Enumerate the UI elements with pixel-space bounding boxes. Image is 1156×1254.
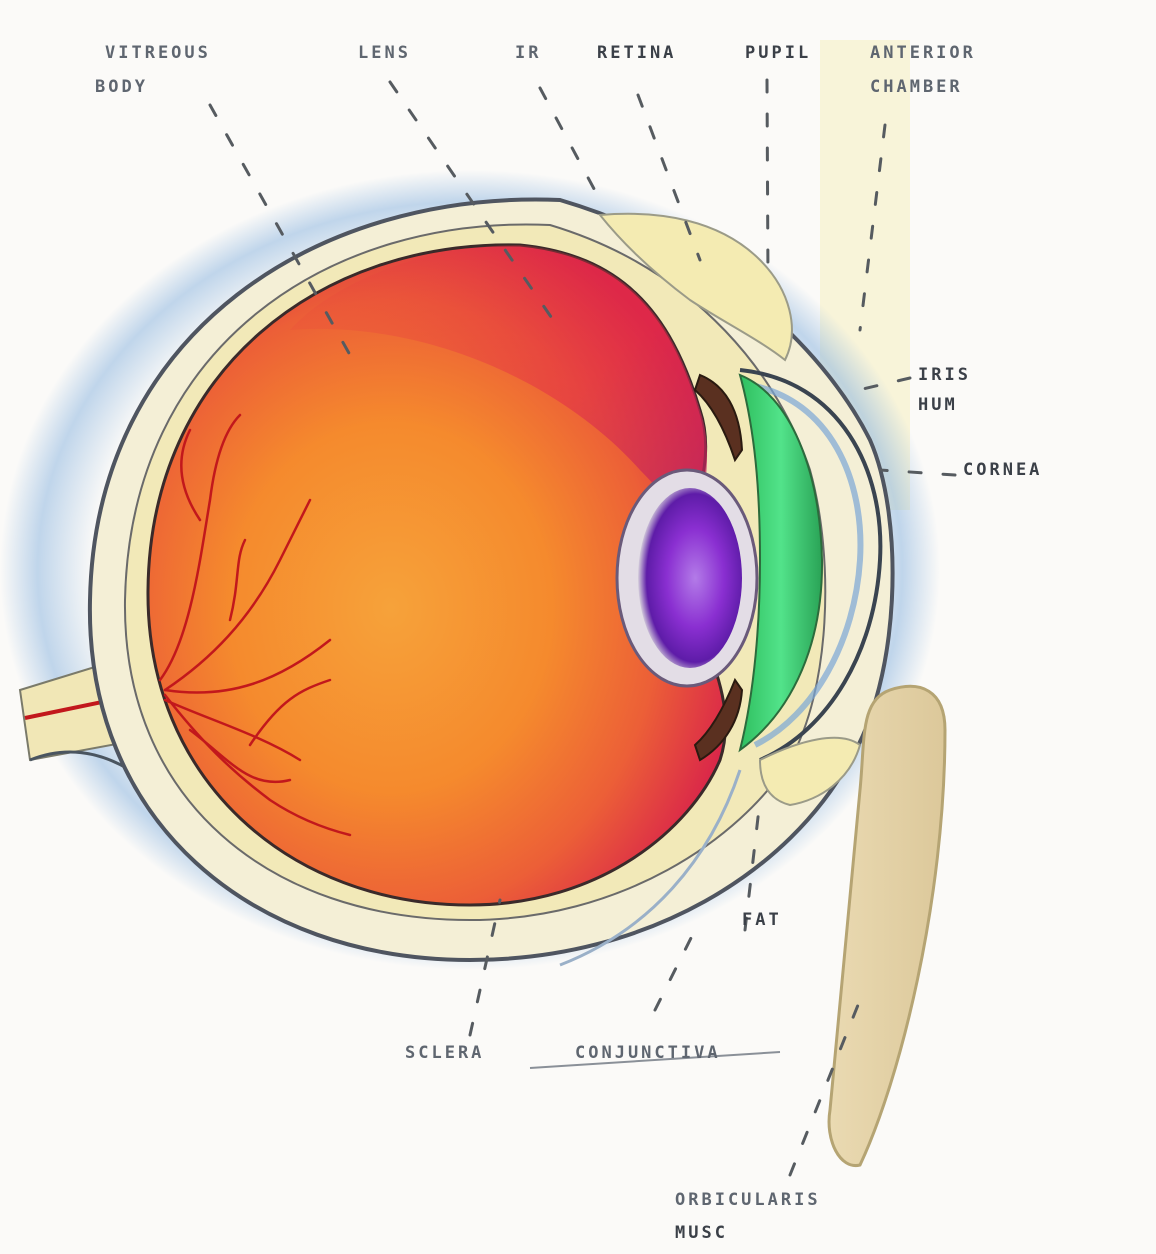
label-iris-top: IR: [515, 43, 541, 63]
label-pupil: PUPIL: [745, 43, 811, 63]
label-vitreous-body-2: BODY: [95, 77, 148, 97]
label-anterior-chamber-1: ANTERIOR: [870, 43, 976, 63]
label-orbicularis-1: ORBICULARIS: [675, 1190, 821, 1210]
label-vitreous-body-1: VITREOUS: [105, 43, 211, 63]
label-retina: RETINA: [597, 43, 676, 63]
label-iris-side-2: HUM: [918, 395, 958, 415]
label-sclera: SCLERA: [405, 1043, 484, 1063]
label-orbicularis-2: MUSC: [675, 1223, 728, 1243]
label-cornea: CORNEA: [963, 460, 1042, 480]
label-conjunctiva: CONJUNCTIVA: [575, 1043, 721, 1063]
label-lens: LENS: [358, 43, 411, 63]
label-anterior-chamber-2: CHAMBER: [870, 77, 963, 97]
label-iris-side-1: IRIS: [918, 365, 971, 385]
lens: [638, 488, 742, 668]
label-fat: FAT: [742, 910, 782, 930]
